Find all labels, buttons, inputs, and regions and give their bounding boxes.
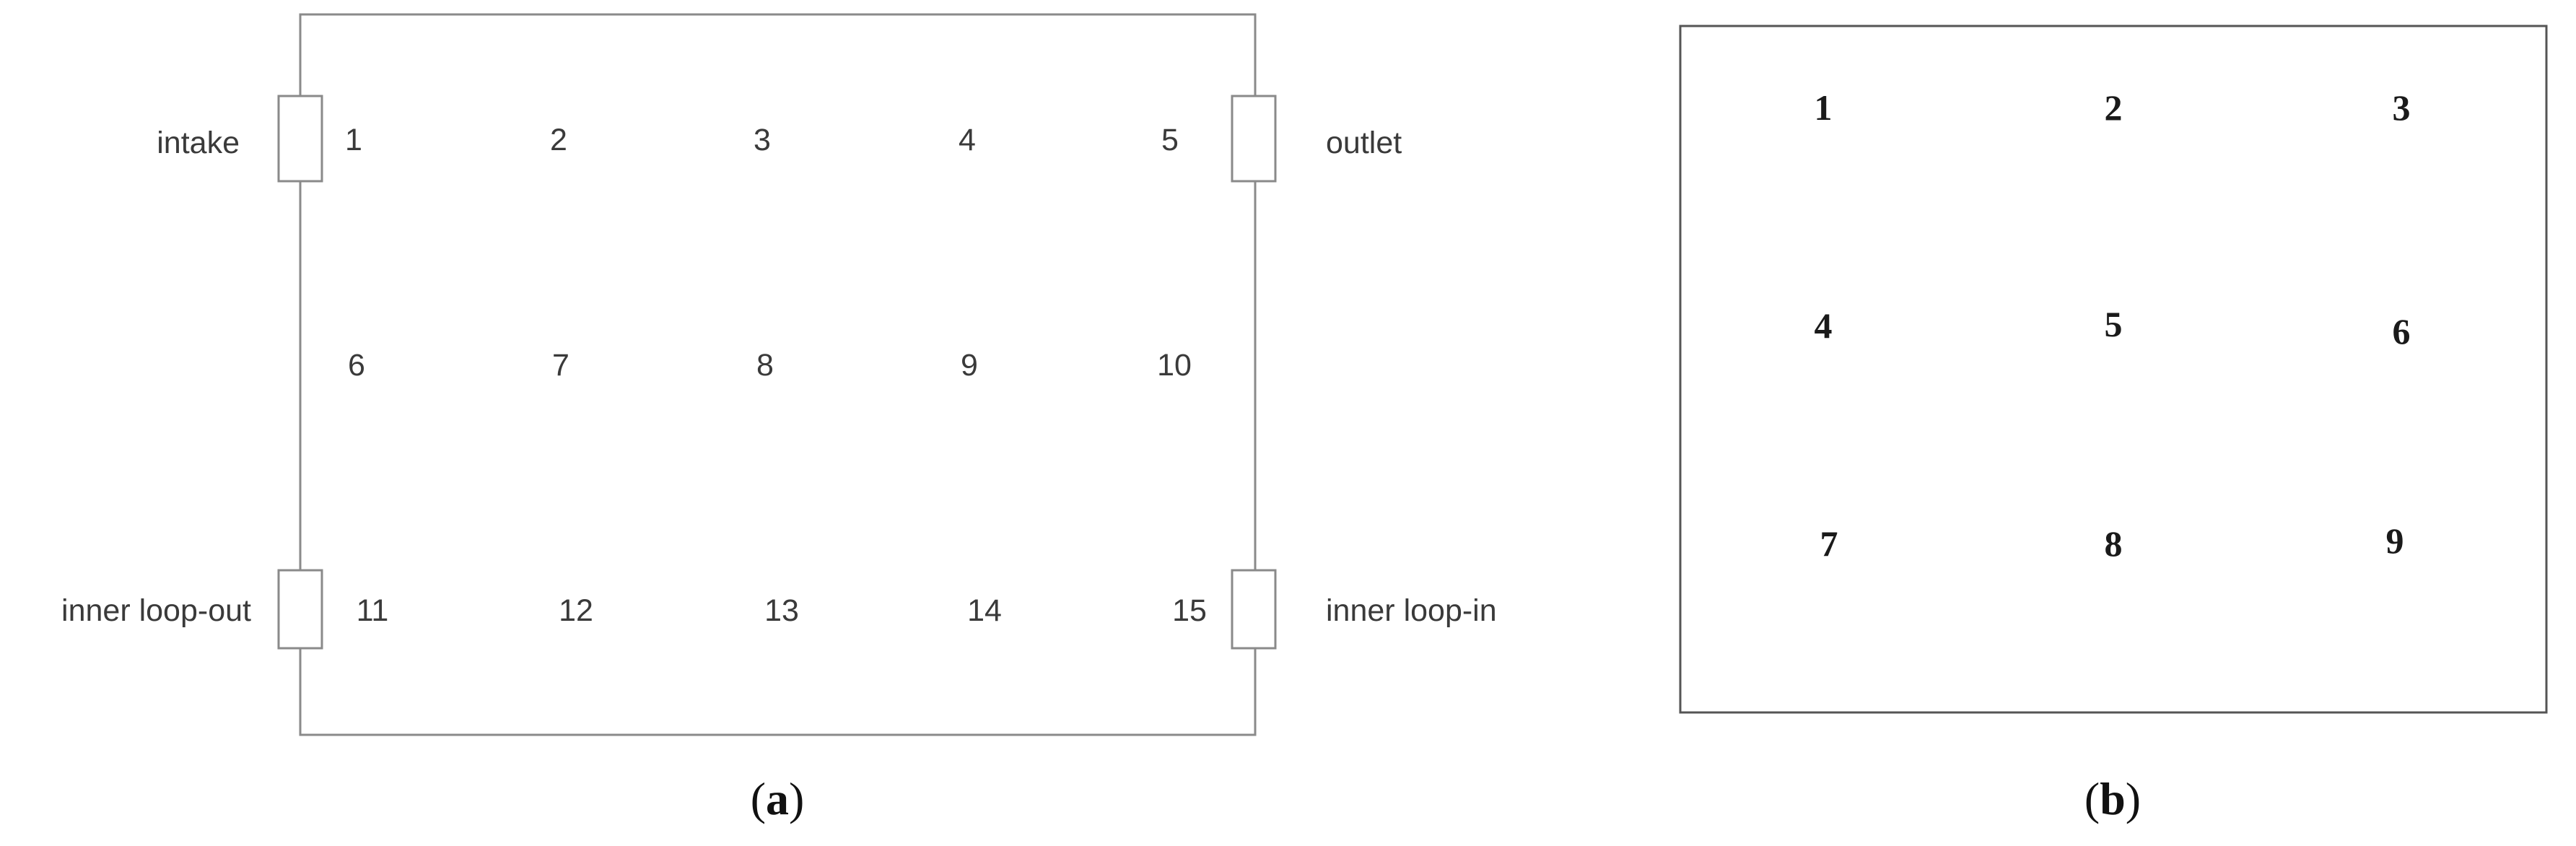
point-a-5: 5 <box>1161 123 1179 157</box>
point-a-10: 10 <box>1157 348 1192 383</box>
point-b-4: 4 <box>1815 305 1833 346</box>
inner-loop-in-label: inner loop-in <box>1326 593 1497 628</box>
point-b-1: 1 <box>1815 87 1833 128</box>
inner-loop-out-label: inner loop-out <box>61 593 251 628</box>
point-b-8: 8 <box>2105 523 2123 564</box>
point-a-1: 1 <box>345 123 362 157</box>
inner-loop-out-port <box>277 569 323 650</box>
panel-a-caption: (a) <box>751 773 805 824</box>
point-b-7: 7 <box>1820 523 1838 564</box>
point-b-6: 6 <box>2393 311 2411 352</box>
panel-b: 1 2 3 4 5 6 7 8 9 (b) <box>1679 25 2548 824</box>
point-b-5: 5 <box>2105 304 2123 344</box>
outlet-label: outlet <box>1326 126 1402 160</box>
panel-a: intake outlet inner loop-out inner loop-… <box>61 13 1497 824</box>
point-a-12: 12 <box>559 593 593 628</box>
point-a-11: 11 <box>357 593 389 628</box>
panel-a-frame <box>299 13 1257 736</box>
point-b-9: 9 <box>2386 520 2404 561</box>
point-a-13: 13 <box>764 593 799 628</box>
point-a-4: 4 <box>959 123 976 157</box>
intake-label: intake <box>157 126 240 160</box>
panel-b-frame <box>1679 25 2548 714</box>
point-a-2: 2 <box>550 123 567 157</box>
panel-b-caption: (b) <box>2084 773 2141 824</box>
point-a-9: 9 <box>961 348 978 383</box>
point-a-3: 3 <box>754 123 771 157</box>
point-b-3: 3 <box>2393 87 2411 128</box>
point-a-8: 8 <box>756 348 774 383</box>
point-a-6: 6 <box>348 348 365 383</box>
point-b-2: 2 <box>2105 87 2123 128</box>
outlet-port <box>1231 95 1277 183</box>
point-a-15: 15 <box>1172 593 1207 628</box>
point-a-14: 14 <box>967 593 1002 628</box>
inner-loop-in-port <box>1231 569 1277 650</box>
point-a-7: 7 <box>552 348 569 383</box>
intake-port <box>277 95 323 183</box>
